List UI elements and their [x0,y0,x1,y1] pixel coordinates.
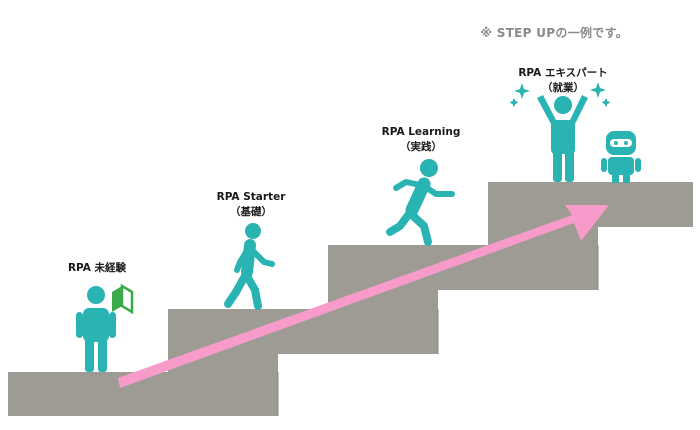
step-label-expert: RPA エキスパート （就業） [518,66,607,96]
expert-person-icon [537,95,588,182]
step-label-learning: RPA Learning （実践） [382,125,461,155]
running-person-icon [386,159,455,246]
beginner-mark-icon [112,283,134,315]
step-title: RPA エキスパート [518,67,608,79]
step-label-beginner: RPA 未経験 [68,261,126,276]
step-subtitle: （基礎） [229,206,272,218]
robot-icon [601,131,641,183]
beginner-person-icon [76,286,116,372]
walking-person-icon [224,223,275,310]
step-subtitle: （実践） [400,141,442,153]
step-subtitle: （就業） [541,82,584,94]
step-title: RPA Starter [216,191,286,203]
progress-arrow [118,205,609,388]
step-title: RPA Learning [381,126,461,138]
sparkle-icon [509,82,611,107]
stair-step-3 [328,245,598,290]
footnote: ※ STEP UPの一例です。 [480,26,628,40]
step-label-starter: RPA Starter （基礎） [217,190,286,220]
step-title: RPA 未経験 [67,262,127,274]
